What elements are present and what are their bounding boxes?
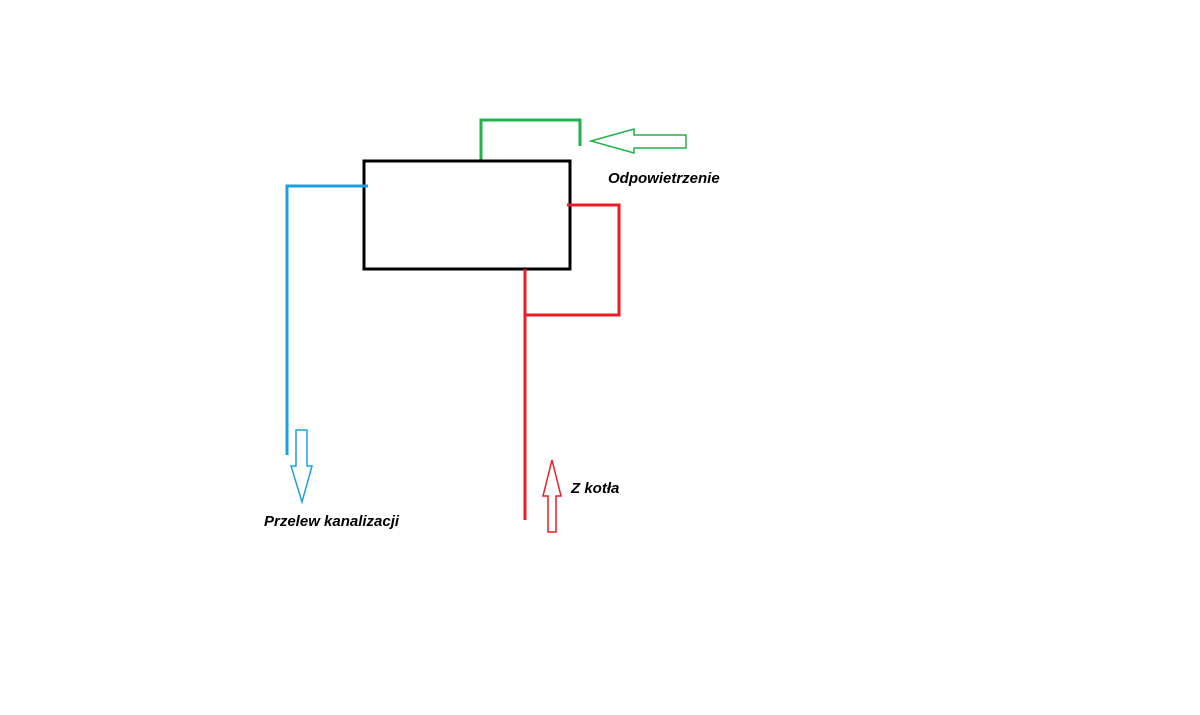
boiler-loop-pipe bbox=[525, 203, 621, 317]
venting-label: Odpowietrzenie bbox=[608, 170, 720, 187]
vent-pipe bbox=[479, 118, 582, 161]
overflow-pipe bbox=[285, 184, 368, 455]
overflow-arrow-icon bbox=[289, 429, 313, 505]
tank bbox=[362, 159, 572, 271]
from-boiler-label: Z kotła bbox=[571, 480, 620, 497]
boiler-arrow-icon bbox=[542, 459, 562, 533]
vent-arrow-icon bbox=[588, 128, 687, 154]
overflow-label: Przelew kanalizacji bbox=[264, 513, 400, 530]
